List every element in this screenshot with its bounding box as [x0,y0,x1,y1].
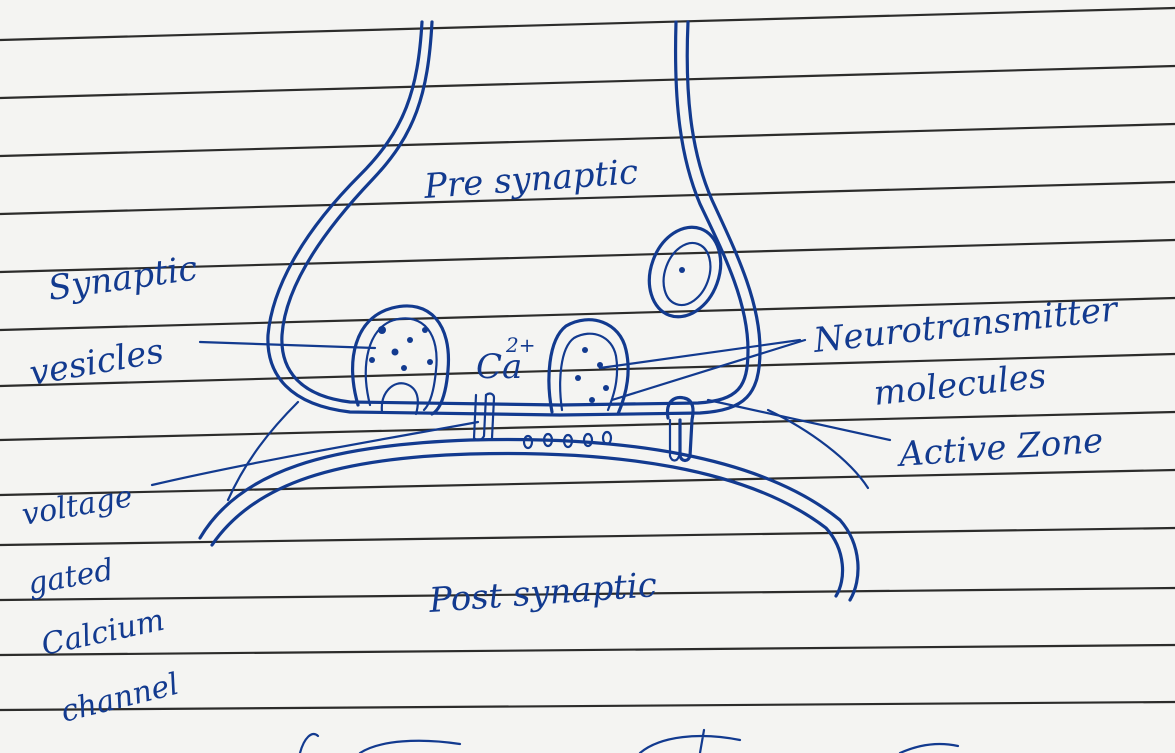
neurotransmitter-dot [422,327,428,333]
ruled-line [0,528,1175,545]
channel-label-line1: voltage [19,479,135,533]
synaptic-vesicle [353,306,449,414]
mitochondrion-dot [679,267,685,273]
neurotransmitter-label-line2: molecules [872,356,1048,414]
neurotransmitter-molecule [524,436,532,448]
calcium-channel [474,394,494,441]
neurotransmitter-dot [603,385,609,391]
cropped-handwriting [300,730,958,753]
neurotransmitter-label-line1: Neurotransmitter [811,289,1121,361]
neurotransmitter-dot [575,375,581,381]
neurotransmitter-dot [427,359,433,365]
neurotransmitter-dot [401,365,407,371]
vesicle-fusion-cup [382,383,418,414]
channel-subunit [486,394,494,438]
active-zone-label: Active Zone [895,421,1105,475]
channel-subunit [474,395,486,440]
neurotransmitter-dot [589,397,595,403]
ruled-line [0,702,1175,710]
ruled-line [0,8,1175,40]
neurotransmitter-dot [378,326,386,334]
ruled-line [0,124,1175,156]
channel-label-line4: channel [57,667,182,730]
channel-label-line2: gated [25,552,116,601]
vesicle-membrane-inner [560,334,617,410]
neurotransmitter-dot [369,357,375,363]
fusing-vesicle [549,320,628,414]
leader-neurotransmitter-2 [612,340,805,400]
presynaptic-label: Pre synaptic [422,152,640,207]
ruled-line [0,66,1175,98]
leader-synaptic-vesicles [200,342,375,348]
leader-neurotransmitter-1 [600,340,800,368]
postsynaptic-label: Post synaptic [427,565,658,621]
neurotransmitter-dot [407,337,413,343]
neurotransmitter-dot [582,347,588,353]
ruled-line [0,470,1175,495]
neurotransmitter-dot [392,349,399,356]
synaptic-vesicles-label-line1: Synaptic [46,248,200,308]
calcium-charge-label: 2+ [505,333,535,357]
neurotransmitter-molecule [584,434,592,446]
ruled-line [0,645,1175,655]
